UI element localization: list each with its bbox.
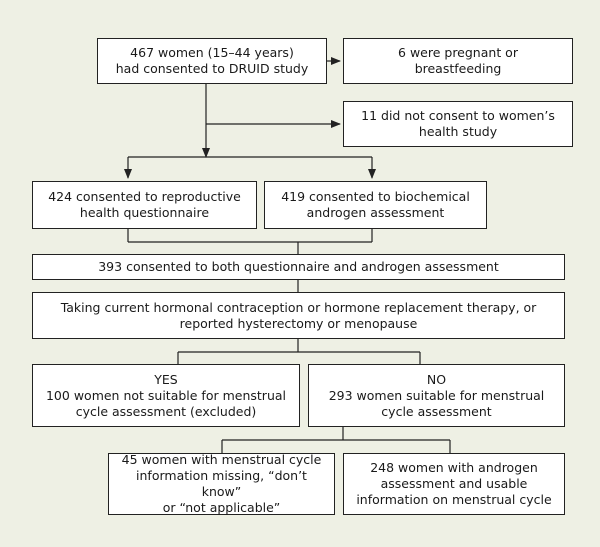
box-reproductive-text: 424 consented to reproductive health que… (48, 189, 241, 220)
box-missing-info: 45 women with menstrual cycle informatio… (108, 452, 335, 515)
box-criteria-text: Taking current hormonal contraception or… (60, 299, 537, 331)
box-pregnant: 6 were pregnant or breastfeeding (343, 38, 573, 84)
box-yes-excluded-text: YES 100 women not suitable for menstrual… (45, 371, 286, 419)
box-usable-info: 248 women with androgen assessment and u… (343, 453, 565, 515)
box-both-consented: 393 consented to both questionnaire and … (32, 254, 565, 280)
box-consented-druid: 467 women (15–44 years) had consented to… (97, 38, 327, 84)
box-no-consent-text: 11 did not consent to women’s health stu… (361, 108, 555, 139)
box-biochemical-text: 419 consented to biochemical androgen as… (281, 189, 470, 220)
box-criteria: Taking current hormonal contraception or… (32, 292, 565, 339)
box-both-consented-text: 393 consented to both questionnaire and … (98, 259, 499, 274)
box-pregnant-text: 6 were pregnant or breastfeeding (398, 45, 518, 76)
box-consented-druid-text: 467 women (15–44 years) had consented to… (115, 45, 309, 76)
box-no-suitable: NO 293 women suitable for menstrual cycl… (308, 364, 565, 427)
box-no-consent: 11 did not consent to women’s health stu… (343, 101, 573, 147)
box-usable-info-text: 248 women with androgen assessment and u… (356, 460, 552, 507)
box-missing-info-text: 45 women with menstrual cycle informatio… (121, 452, 322, 515)
box-reproductive: 424 consented to reproductive health que… (32, 181, 257, 229)
box-no-suitable-text: NO 293 women suitable for menstrual cycl… (328, 371, 545, 419)
box-yes-excluded: YES 100 women not suitable for menstrual… (32, 364, 300, 427)
box-biochemical: 419 consented to biochemical androgen as… (264, 181, 487, 229)
